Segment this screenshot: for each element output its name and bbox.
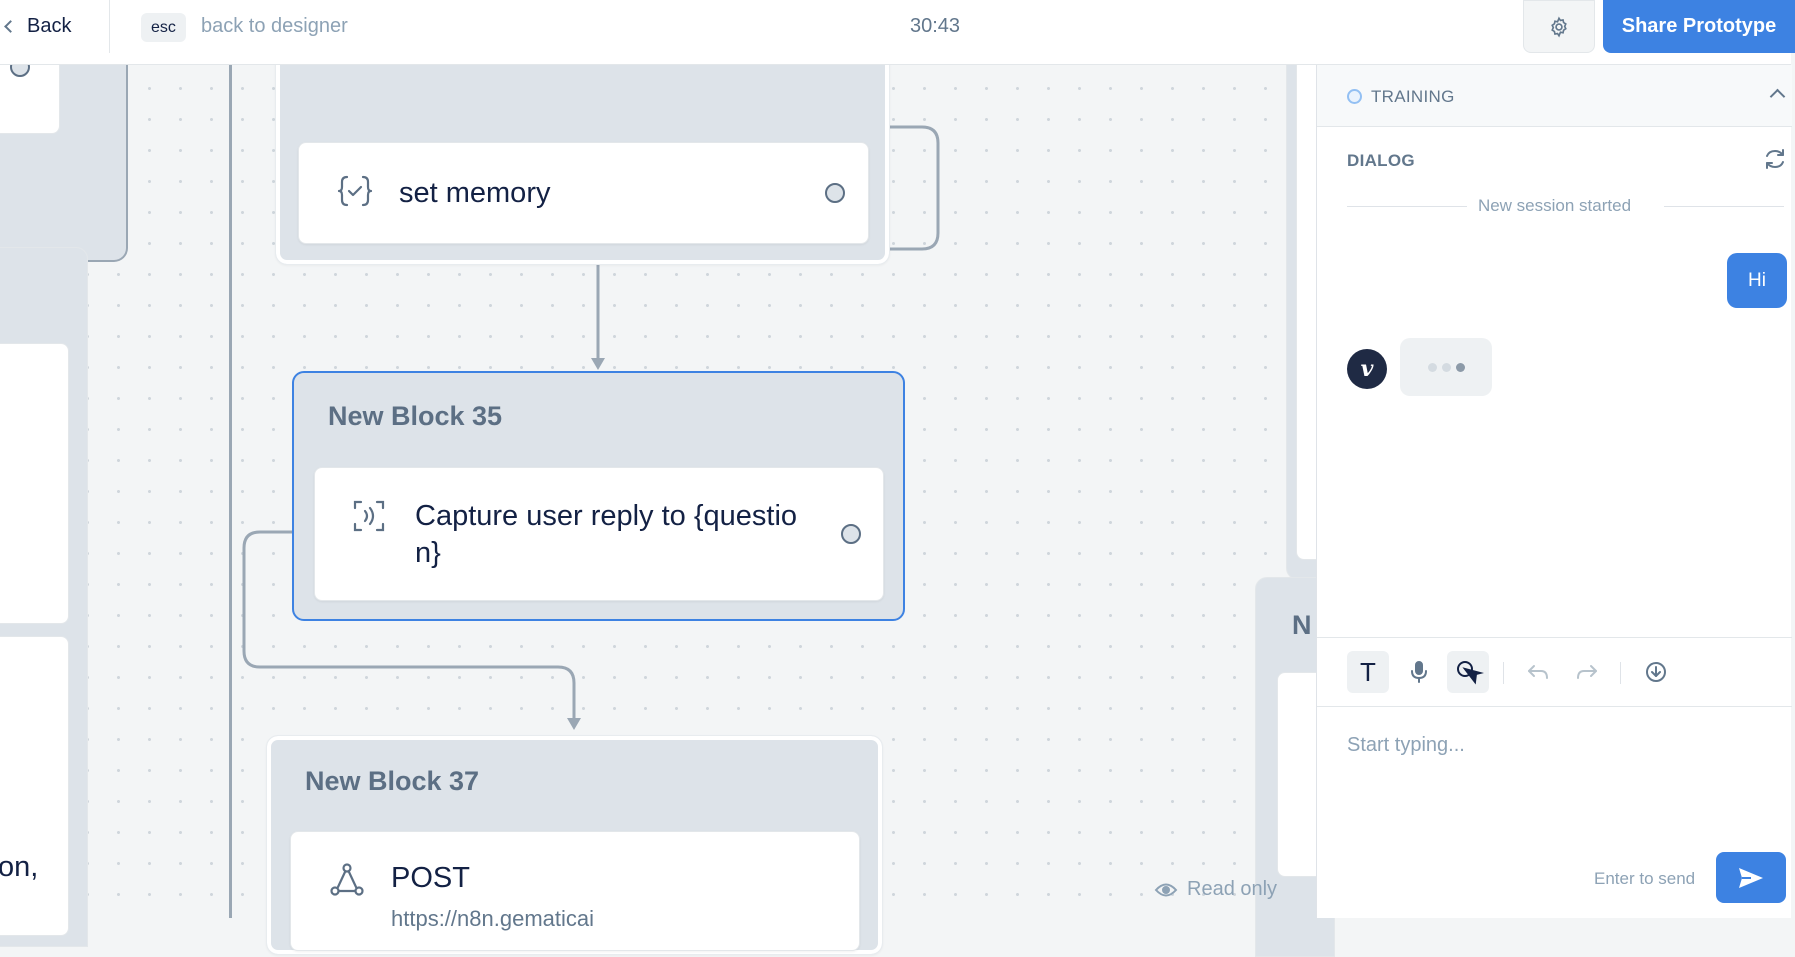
flow-canvas[interactable]: on, N set memory New Block 35 <box>0 45 1346 957</box>
step-post-url: https://n8n.gematicai <box>391 906 595 931</box>
block-set-memory[interactable]: set memory <box>275 45 890 265</box>
download-button[interactable] <box>1635 651 1677 693</box>
training-header[interactable]: TRAINING <box>1317 65 1792 127</box>
block-title: New Block 35 <box>328 401 503 431</box>
eye-icon <box>1154 883 1178 896</box>
step-set-memory-port[interactable] <box>825 183 845 203</box>
step-capture-reply-port[interactable] <box>841 524 861 544</box>
typing-dot <box>1427 362 1437 372</box>
typing-dot <box>1455 362 1465 372</box>
toolbar-separator <box>1620 662 1621 684</box>
undo-button[interactable] <box>1517 651 1559 693</box>
tap-mode-button[interactable] <box>1447 651 1489 693</box>
download-icon <box>1646 662 1666 682</box>
set-memory-icon <box>337 175 373 207</box>
step-set-memory[interactable]: set memory <box>298 142 869 244</box>
block-new-block-35[interactable]: New Block 35 Capture user reply to {ques… <box>292 371 905 621</box>
send-button[interactable] <box>1716 852 1786 903</box>
read-only-label: Read only <box>1187 878 1278 900</box>
share-prototype-button[interactable]: Share Prototype <box>1603 0 1795 53</box>
chevron-left-icon <box>4 20 17 33</box>
block-new-block-37[interactable]: New Block 37 POST https://n8n.gematicai <box>266 735 883 955</box>
partial-step-left-1 <box>0 343 69 624</box>
typing-dot <box>1441 362 1451 372</box>
step-capture-reply-line2: n} <box>415 537 441 569</box>
canvas-divider-line <box>229 65 232 918</box>
microphone-icon <box>1411 661 1427 683</box>
settings-button[interactable] <box>1523 0 1595 53</box>
step-capture-reply-line1: Capture user reply to {questio <box>415 500 798 532</box>
partial-step-left-text: on, <box>0 851 39 883</box>
step-post-label: POST <box>391 862 470 894</box>
back-to-designer-link[interactable]: back to designer <box>201 15 348 37</box>
block-title: New Block 37 <box>305 766 480 796</box>
session-divider-right <box>1664 206 1784 207</box>
reset-dialog-icon[interactable] <box>1763 147 1787 171</box>
back-label: Back <box>27 15 72 37</box>
chevron-up-icon[interactable] <box>1769 88 1786 105</box>
webhook-icon <box>330 863 364 896</box>
read-only-indicator: Read only <box>1154 878 1278 901</box>
training-label: TRAINING <box>1371 87 1455 106</box>
redo-icon <box>1577 665 1597 679</box>
partial-block-right-title: N <box>1292 610 1312 640</box>
voice-mode-button[interactable] <box>1398 651 1440 693</box>
user-message-bubble: Hi <box>1727 253 1787 308</box>
prototype-panel: TRAINING DIALOG New session started Hi v… <box>1316 65 1792 918</box>
session-divider-left <box>1347 206 1467 207</box>
text-mode-button[interactable]: T <box>1347 651 1389 693</box>
text-mode-icon: T <box>1360 656 1376 687</box>
typing-indicator <box>1400 338 1492 396</box>
top-bar: Back esc back to designer 30:43 Share Pr… <box>0 0 1795 65</box>
session-timer: 30:43 <box>910 15 961 37</box>
redo-button[interactable] <box>1566 651 1608 693</box>
capture-icon <box>353 500 385 532</box>
enter-to-send-hint: Enter to send <box>1594 869 1696 888</box>
toolbar-separator <box>1503 662 1504 684</box>
chat-input[interactable] <box>1347 730 1767 760</box>
send-icon <box>1739 867 1763 888</box>
pointer-tap-icon <box>1457 661 1484 685</box>
step-post-webhook[interactable]: POST https://n8n.gematicai <box>290 831 860 951</box>
esc-key-badge: esc <box>141 13 186 42</box>
step-set-memory-label: set memory <box>399 177 551 209</box>
back-button[interactable]: Back <box>0 0 110 53</box>
training-status-dot <box>1347 89 1362 104</box>
gear-icon <box>1551 16 1567 37</box>
step-capture-reply[interactable]: Capture user reply to {questio n} <box>314 467 884 601</box>
input-mode-toolbar: T <box>1317 637 1792 707</box>
dialog-label: DIALOG <box>1347 151 1415 170</box>
assistant-avatar: v <box>1347 349 1387 389</box>
undo-icon <box>1528 665 1548 679</box>
session-started-text: New session started <box>1477 196 1632 215</box>
partial-step-left-2 <box>0 636 69 936</box>
